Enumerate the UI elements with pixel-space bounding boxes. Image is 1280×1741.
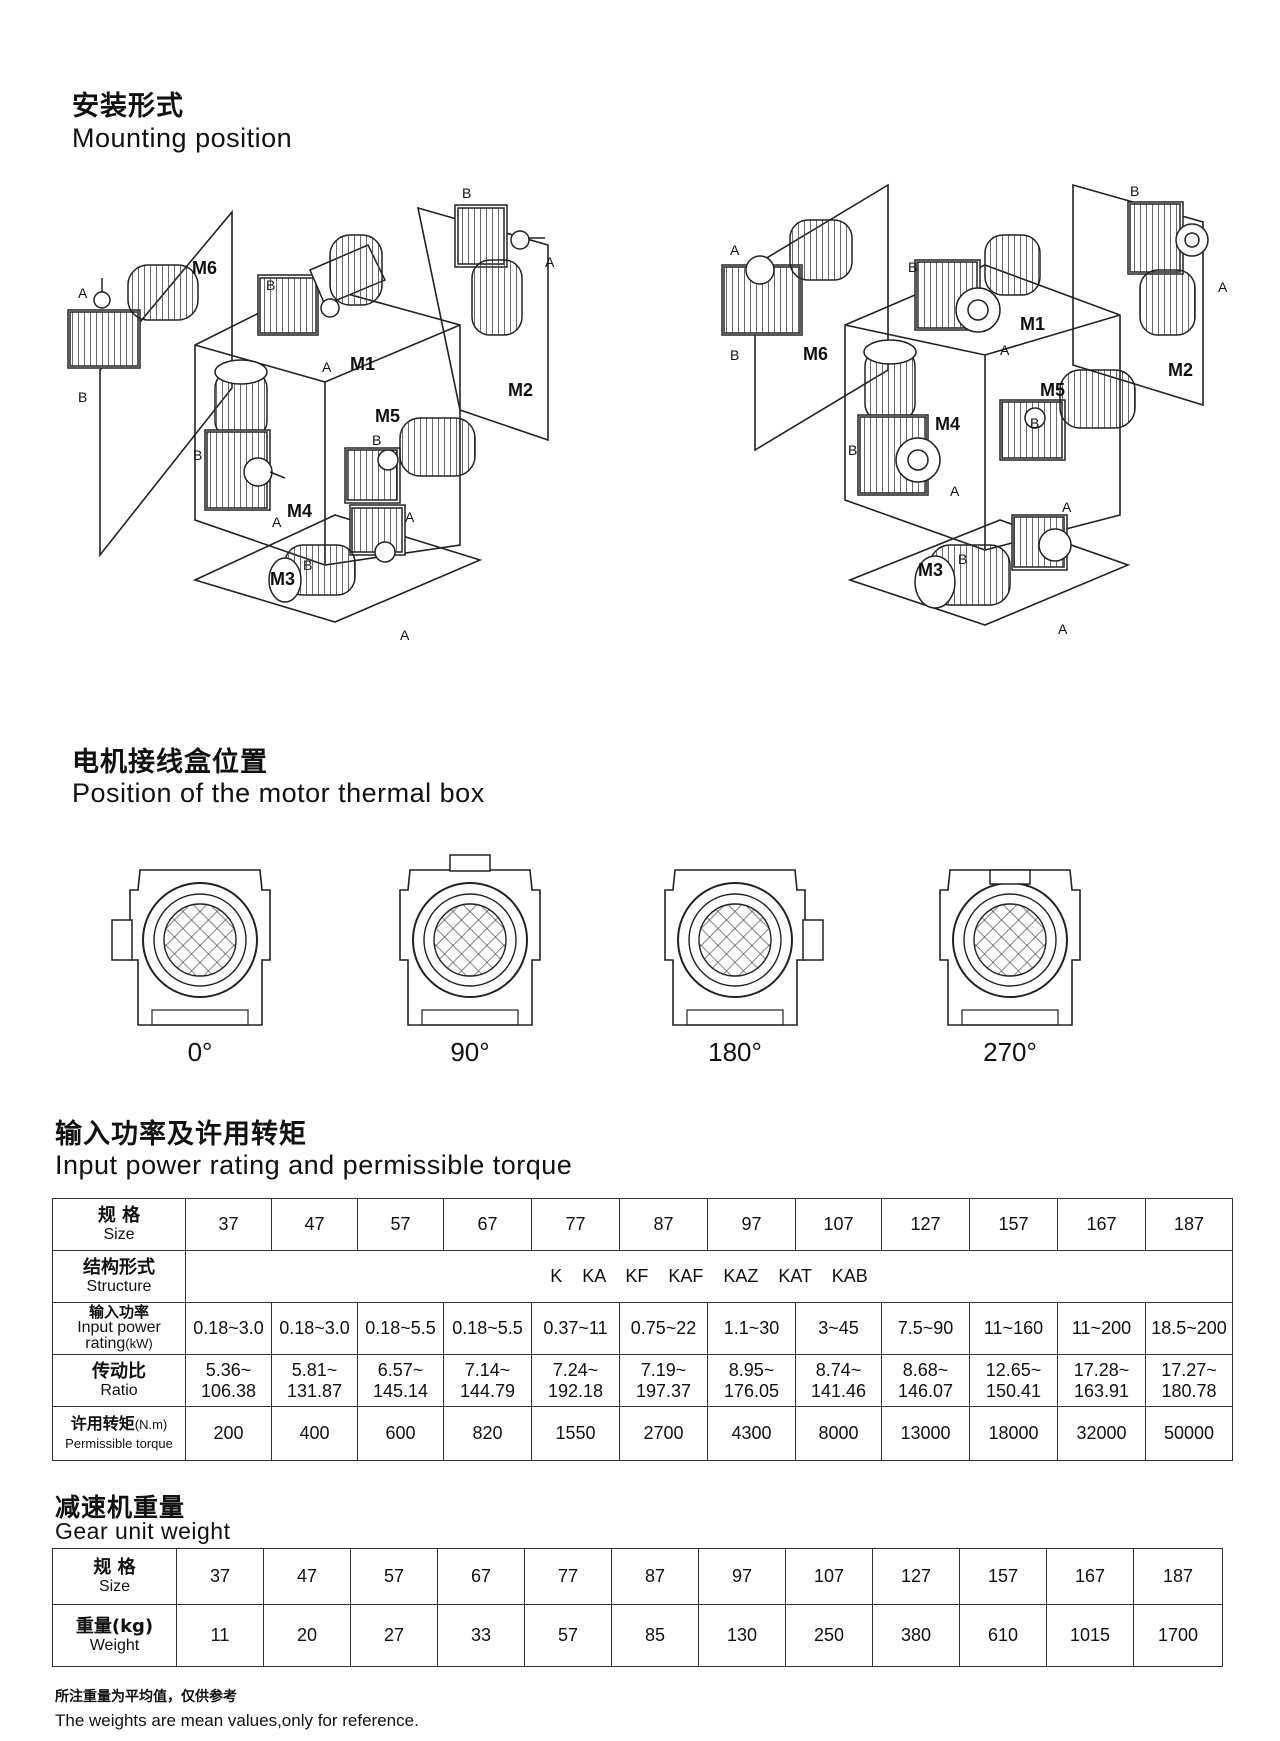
thermal-title-cn: 电机接线盒位置	[72, 747, 268, 778]
svg-text:A: A	[730, 242, 740, 258]
label-m1-r: M1	[1020, 314, 1045, 334]
mounting-title-en: Mounting position	[72, 123, 293, 153]
svg-text:A: A	[545, 254, 555, 270]
svg-text:A: A	[1218, 279, 1228, 295]
angle-0: 0°	[187, 1037, 213, 1067]
left-motor-m2	[454, 204, 545, 336]
left-motor-m5	[344, 417, 476, 504]
svg-text:B: B	[1130, 183, 1139, 199]
svg-text:A: A	[272, 514, 282, 530]
mounting-position-diagram: M6 M1 M2 M5 M4 M3 A B B A B A B A B A B …	[67, 183, 1228, 643]
svg-text:A: A	[400, 627, 410, 643]
structure-value: K KA KF KAF KAZ KAT KAB	[185, 1250, 1233, 1303]
right-motor-m4	[857, 339, 941, 496]
left-motor-m6	[67, 264, 199, 369]
left-mounting-labels: M6 M1 M2 M5 M4 M3 A B B A B A B A B A B …	[78, 185, 555, 643]
angle-270: 270°	[983, 1037, 1037, 1067]
label-m2-r: M2	[1168, 360, 1193, 380]
left-motor-m3	[268, 504, 406, 603]
right-motor-m1	[914, 234, 1041, 333]
input-power-header: 输入功率 Input power rating(kW)	[52, 1302, 186, 1355]
mounting-title-cn: 安装形式	[72, 91, 184, 122]
angle-180: 180°	[708, 1037, 762, 1067]
svg-text:B: B	[730, 347, 739, 363]
svg-text:B: B	[78, 389, 87, 405]
right-motor-m5	[999, 369, 1136, 461]
left-motor-m4	[204, 359, 286, 511]
svg-text:A: A	[1000, 342, 1010, 358]
thermal-270deg	[939, 869, 1081, 1026]
svg-text:B: B	[462, 185, 471, 201]
right-motor-m6	[721, 219, 853, 336]
svg-text:B: B	[1030, 415, 1039, 431]
power-title-en: Input power rating and permissible torqu…	[55, 1150, 573, 1180]
thermal-0deg	[111, 869, 271, 1026]
torque-header: 许用转矩(N.m) Permissible torque	[52, 1406, 186, 1461]
svg-text:B: B	[193, 447, 202, 463]
right-motor-m2	[1127, 201, 1209, 336]
thermal-90deg	[399, 854, 541, 1026]
svg-text:A: A	[950, 483, 960, 499]
svg-text:B: B	[848, 442, 857, 458]
label-m5-r: M5	[1040, 380, 1065, 400]
right-motor-m3	[914, 514, 1072, 609]
svg-text:B: B	[958, 551, 967, 567]
weight-title-en: Gear unit weight	[55, 1518, 231, 1544]
svg-text:A: A	[78, 285, 88, 301]
thermal-title-en: Position of the motor thermal box	[72, 778, 485, 808]
angle-90: 90°	[450, 1037, 490, 1067]
label-m5: M5	[375, 406, 400, 426]
label-m3: M3	[270, 569, 295, 589]
label-m4: M4	[287, 501, 312, 521]
weight-note-cn: 所注重量为平均值，仅供参考	[55, 1689, 237, 1705]
label-m3-r: M3	[918, 560, 943, 580]
svg-text:B: B	[266, 277, 275, 293]
svg-text:B: B	[372, 432, 381, 448]
svg-text:A: A	[1062, 499, 1072, 515]
thermal-180deg	[664, 869, 824, 1026]
label-m6: M6	[192, 258, 217, 278]
weight-header: 重量(kg)Weight	[52, 1604, 177, 1667]
svg-text:A: A	[322, 359, 332, 375]
thermal-box-diagram	[111, 854, 1081, 1026]
svg-text:A: A	[1058, 621, 1068, 637]
left-motor-m1	[257, 234, 387, 336]
label-m2: M2	[508, 380, 533, 400]
svg-text:A: A	[405, 509, 415, 525]
weight-title-cn: 减速机重量	[55, 1493, 186, 1522]
svg-text:B: B	[908, 259, 917, 275]
right-mounting-labels: M6 M1 M2 M5 M4 M3 A B B A B A B A B A B …	[730, 183, 1228, 637]
svg-text:B: B	[303, 557, 312, 573]
weight-note-en: The weights are mean values,only for ref…	[55, 1711, 419, 1730]
label-m6-r: M6	[803, 344, 828, 364]
label-m4-r: M4	[935, 414, 960, 434]
label-m1: M1	[350, 354, 375, 374]
power-title-cn: 输入功率及许用转矩	[55, 1119, 307, 1150]
